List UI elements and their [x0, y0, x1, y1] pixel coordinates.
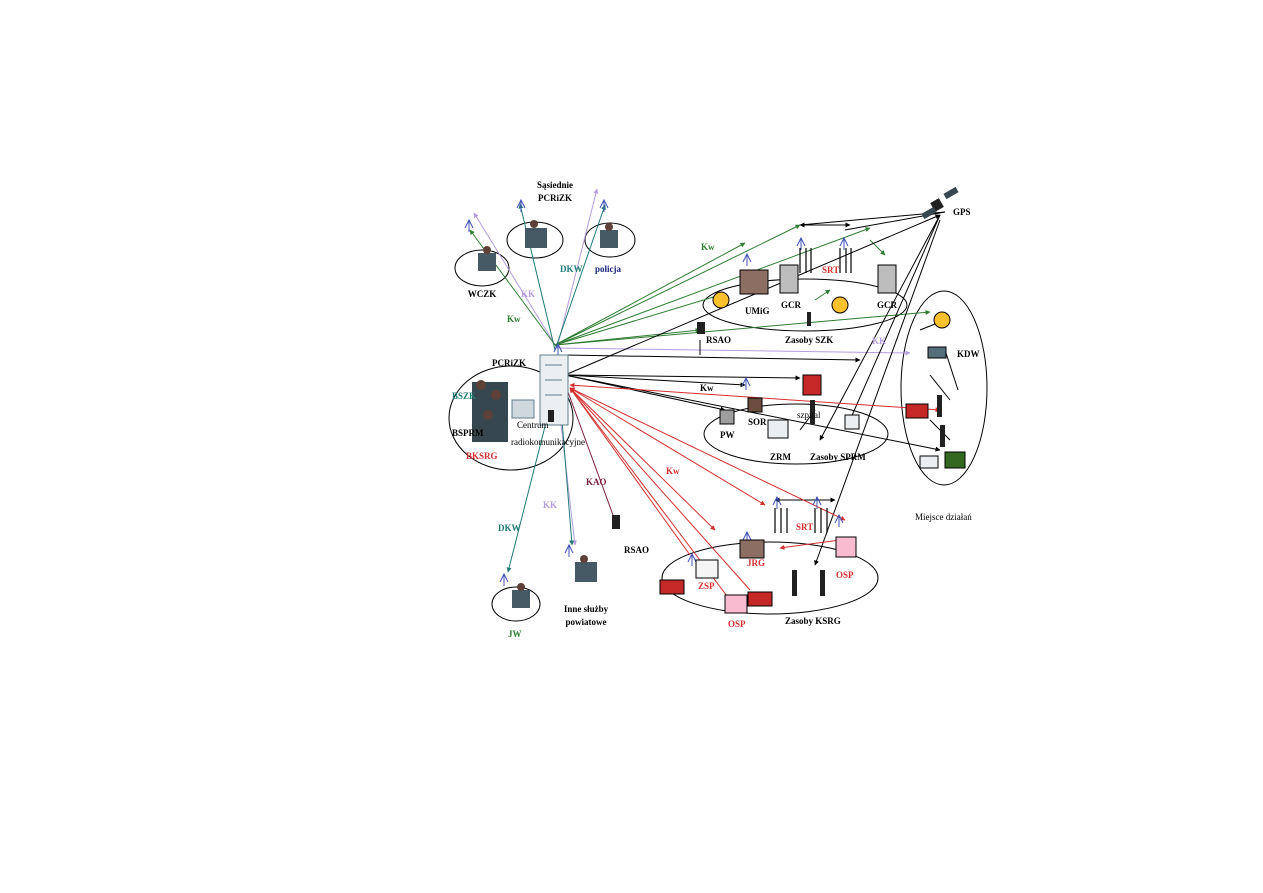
satellite-icon [921, 186, 959, 220]
link-label-dkw-top: DKW [560, 264, 583, 274]
group-szk [702, 278, 908, 332]
link-label-dkw-bottom: DKW [498, 523, 521, 533]
group-wczk [454, 249, 510, 287]
label-szpital: szpital [797, 410, 821, 420]
antenna-icon [464, 198, 849, 586]
label-rsao-top: RSAO [706, 335, 731, 345]
label-wczk: WCZK [468, 289, 497, 299]
label-zsp: ZSP [698, 581, 715, 591]
label-zasoby-sprm: Zasoby SPRM [810, 452, 866, 462]
link-label-kw-left: Kw [507, 314, 521, 324]
label-bksrg: BKSRG [466, 451, 498, 461]
link-label-kk-top: KK [521, 289, 535, 299]
label-osp-2: OSP [728, 619, 746, 629]
label-gps: GPS [953, 207, 971, 217]
pcrizk-console-icon [472, 354, 569, 442]
links-kw-green [469, 224, 931, 346]
links-red [569, 382, 941, 611]
label-inne-2: powiatowe [566, 617, 607, 627]
label-rsao-bottom: RSAO [624, 545, 649, 555]
group-ksrg [661, 541, 879, 615]
label-gcr-2: GCR [877, 300, 898, 310]
label-kao: KAO [586, 477, 607, 487]
radio-mast-icon [774, 248, 852, 533]
label-umig: UMiG [745, 306, 770, 316]
label-zrm: ZRM [770, 452, 792, 462]
operator-icon [478, 220, 618, 608]
label-kdw: KDW [957, 349, 980, 359]
fire-station-icon [695, 536, 857, 614]
label-centrum-2: radiokomunikacyjne [511, 437, 585, 447]
label-pcrizk: PCRiZK [492, 358, 526, 368]
group-policja [584, 222, 636, 258]
label-sasiednie-2: PCRiZK [538, 193, 572, 203]
handheld-radio-icon [548, 312, 945, 596]
label-inne-1: Inne służby [564, 604, 609, 614]
label-jrg: JRG [747, 558, 765, 568]
label-osp-1: OSP [836, 570, 854, 580]
link-label-kk-bottom: KK [543, 500, 557, 510]
label-sasiednie-1: Sąsiednie [537, 180, 573, 190]
label-srt-bottom: SRT [796, 522, 813, 532]
link-label-kk-right: KK [872, 336, 886, 346]
label-bszk: BSZK [452, 391, 476, 401]
link-label-kw-top: Kw [701, 242, 715, 252]
label-bsprm: BSPRM [452, 428, 484, 438]
label-sor: SOR [748, 417, 767, 427]
label-policja: policja [595, 264, 621, 274]
label-zasoby-ksrg: Zasoby KSRG [785, 616, 841, 626]
label-centrum-1: Centrum [517, 420, 549, 430]
link-label-kw-mid: Kw [700, 383, 714, 393]
crew-icon [712, 291, 951, 329]
links-kao [567, 391, 614, 516]
label-gcr-1: GCR [781, 300, 802, 310]
group-jw [491, 586, 541, 622]
label-srt-top: SRT [822, 265, 839, 275]
label-pw: PW [720, 430, 735, 440]
label-zasoby-szk: Zasoby SZK [785, 335, 833, 345]
label-jw: JW [508, 629, 522, 639]
vehicle-icon [659, 346, 966, 607]
building-icon [739, 264, 897, 413]
link-label-kw-bottom: Kw [666, 466, 680, 476]
label-miejsce: Miejsce działań [915, 512, 972, 522]
